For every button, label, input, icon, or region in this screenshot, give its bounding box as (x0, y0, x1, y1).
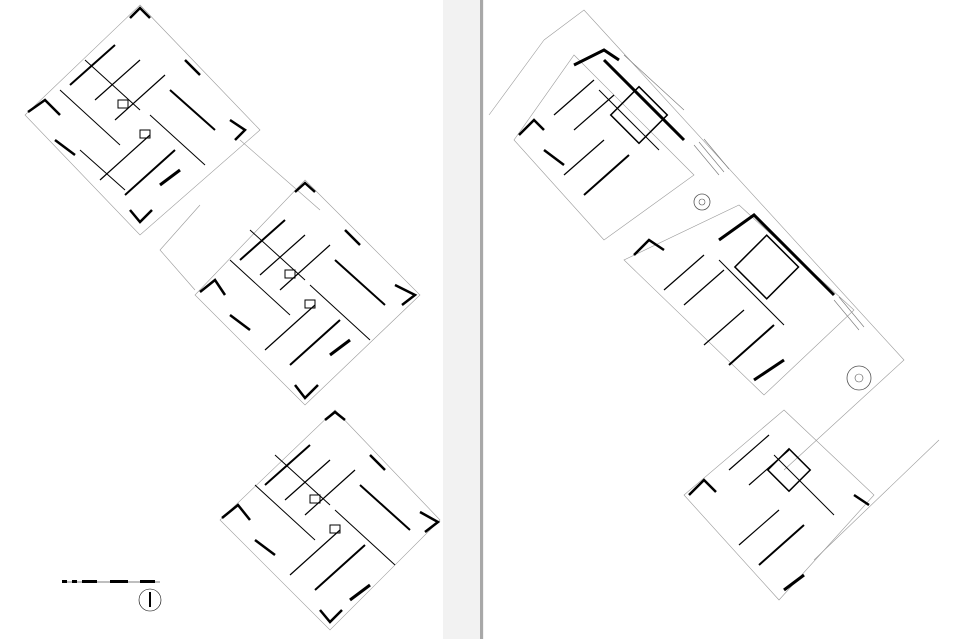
right-plan-sheet (484, 0, 960, 639)
building-block-f (683, 409, 940, 601)
stairs (693, 138, 865, 331)
tree-icon (693, 193, 711, 211)
building-block-c (219, 409, 441, 631)
building-block-e (623, 204, 855, 396)
building-block-b (194, 179, 421, 406)
scale-bar (62, 580, 160, 583)
building-block-d (513, 48, 695, 241)
sheet-divider (480, 0, 483, 639)
ground-floor-plan (488, 9, 940, 601)
upper-floor-plan (24, 4, 441, 631)
tree-icon (846, 365, 872, 391)
left-plan-sheet (0, 0, 443, 639)
building-block-a (24, 4, 261, 236)
north-arrow-icon (138, 588, 162, 612)
